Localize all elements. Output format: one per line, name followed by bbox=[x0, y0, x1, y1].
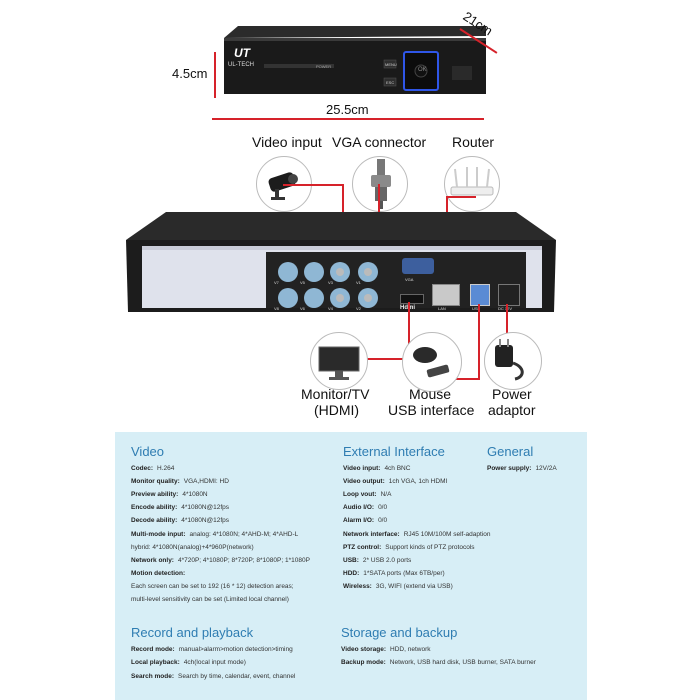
power-adaptor-icon bbox=[495, 339, 524, 381]
hdmi-port bbox=[400, 294, 424, 304]
monitor-circle bbox=[310, 332, 368, 390]
external-row: Video output:1ch VGA, 1ch HDMI bbox=[343, 478, 448, 485]
external-row: Video input:4ch BNC bbox=[343, 465, 411, 472]
port-label-v4: V4 bbox=[328, 306, 333, 311]
usb-line-h bbox=[436, 378, 480, 380]
port-label-v7: V7 bbox=[274, 280, 279, 285]
video-input-label: Video input bbox=[252, 134, 322, 150]
general-row: Power supply:12V/2A bbox=[487, 465, 557, 472]
usb-ports bbox=[470, 284, 490, 306]
mouse-label-1: Mouse bbox=[409, 386, 452, 402]
external-row: USB:2* USB 2.0 ports bbox=[343, 557, 412, 564]
lan-port bbox=[432, 284, 460, 306]
ok-key-label: OK bbox=[418, 67, 427, 73]
record-row: Local playback:4ch(local input mode) bbox=[131, 659, 246, 666]
external-row: Loop vout:N/A bbox=[343, 491, 392, 498]
power-label-1: Power bbox=[492, 386, 532, 402]
external-row: Alarm I/O:0/0 bbox=[343, 517, 388, 524]
usb-line-v bbox=[478, 304, 480, 380]
adaptor-circle bbox=[484, 332, 542, 390]
port-label-v6: V6 bbox=[300, 306, 305, 311]
port-label-v1: V1 bbox=[356, 280, 361, 285]
video-row: Motion detection: bbox=[131, 570, 186, 577]
height-dimension: 4.5cm bbox=[172, 66, 208, 81]
hdmi-line-v bbox=[408, 302, 410, 360]
bnc-ports bbox=[276, 258, 394, 314]
port-label-v3: V3 bbox=[328, 280, 333, 285]
external-row: HDD:1*SATA ports (Max 6TB/per) bbox=[343, 570, 445, 577]
vga-circle bbox=[352, 156, 408, 212]
dc-port bbox=[498, 284, 520, 306]
dc-port-label: DC 12V bbox=[498, 306, 513, 311]
router-label: Router bbox=[452, 134, 495, 150]
logo-text: UL-TECH bbox=[228, 62, 255, 68]
width-dimension: 25.5cm bbox=[326, 102, 369, 117]
video-row: multi-level sensitivity can be set (Limi… bbox=[131, 596, 289, 603]
mouse-label-2: USB interface bbox=[388, 402, 475, 418]
lan-port-label: LAN bbox=[438, 306, 446, 311]
video-line-h bbox=[283, 184, 343, 186]
vga-line-v bbox=[378, 184, 380, 224]
mouse-circle bbox=[402, 332, 462, 392]
router-icon bbox=[450, 167, 494, 196]
usb-port-label: USB bbox=[472, 306, 481, 311]
router-line-h bbox=[446, 196, 476, 198]
storage-heading: Storage and backup bbox=[341, 625, 458, 640]
specs-panel bbox=[115, 432, 587, 700]
video-row: Encode ability:4*1080N@12fps bbox=[131, 504, 230, 511]
video-row: Monitor quality:VGA,HDMI: HD bbox=[131, 478, 229, 485]
esc-button-label: ESC bbox=[386, 80, 395, 85]
storage-row: Backup mode:Network, USB hard disk, USB … bbox=[341, 659, 536, 666]
video-row: Preview ability:4*1080N bbox=[131, 491, 208, 498]
video-row: Network only:4*720P; 4*1080P; 8*720P; 8*… bbox=[131, 557, 310, 564]
logo-mark: UT bbox=[234, 46, 250, 60]
vga-connector-label: VGA connector bbox=[332, 134, 427, 150]
mouse-icon bbox=[413, 347, 450, 378]
record-heading: Record and playback bbox=[131, 625, 254, 640]
external-row: Wireless:3G, WIFI (extend via USB) bbox=[343, 583, 453, 590]
port-label-v8: V8 bbox=[274, 306, 279, 311]
video-row: Decode ability:4*1080N@12fps bbox=[131, 517, 230, 524]
external-row: PTZ control:Support kinds of PTZ protoco… bbox=[343, 544, 475, 551]
general-heading: General bbox=[487, 444, 534, 459]
power-label-2: adaptor bbox=[488, 402, 536, 418]
dvr-front bbox=[224, 26, 486, 96]
monitor-label-1: Monitor/TV bbox=[301, 386, 370, 402]
camera-icon bbox=[268, 172, 298, 200]
menu-button-label: MENU bbox=[385, 62, 397, 67]
port-label-v5: V5 bbox=[300, 280, 305, 285]
hdmi-line-h bbox=[344, 358, 410, 360]
record-row: Record mode:manual>alarm>motion detectio… bbox=[131, 646, 293, 653]
external-heading: External Interface bbox=[343, 444, 445, 459]
monitor-label-2: (HDMI) bbox=[314, 402, 360, 418]
video-row: Codec:H.264 bbox=[131, 465, 175, 472]
port-label-v2: V2 bbox=[356, 306, 361, 311]
router-circle bbox=[444, 156, 500, 212]
vga-cable-icon bbox=[371, 159, 391, 209]
storage-row: Video storage:HDD, network bbox=[341, 646, 431, 653]
front-slot-label: POWER bbox=[316, 64, 332, 69]
video-row: Each screen can be set to 192 (16 * 12) … bbox=[131, 583, 294, 590]
height-dimension-line bbox=[214, 52, 216, 98]
video-row: hybrid: 4*1080N(analog)+4*960P(network) bbox=[131, 544, 254, 551]
video-row: Multi-mode input:analog: 4*1080N; 4*AHD-… bbox=[131, 531, 299, 538]
vga-port-label: VGA bbox=[405, 277, 414, 282]
external-row: Network interface:RJ45 10M/100M self-ada… bbox=[343, 531, 491, 538]
vga-port bbox=[402, 258, 434, 274]
width-dimension-line bbox=[212, 118, 484, 120]
dvr-rear bbox=[126, 212, 556, 322]
video-heading: Video bbox=[131, 444, 165, 459]
hdmi-port-label: Hdmi bbox=[400, 305, 415, 311]
record-row: Search mode:Search by time, calendar, ev… bbox=[131, 673, 296, 680]
external-row: Audio I/O:0/0 bbox=[343, 504, 388, 511]
monitor-icon bbox=[318, 346, 360, 380]
